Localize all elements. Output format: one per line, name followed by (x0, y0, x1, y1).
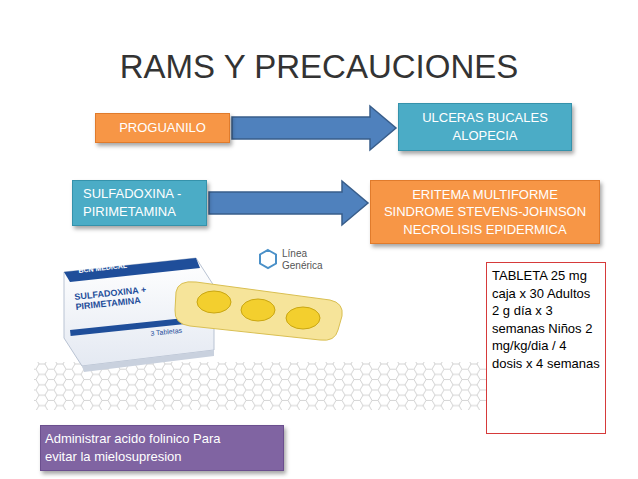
node-text: ULCERAS BUCALES ALOPECIA (405, 109, 565, 144)
logo-hexagon (260, 250, 276, 268)
drug-box: SULFADOXINA - PIRIMETAMINA (72, 180, 207, 226)
node-text: SULFADOXINA - PIRIMETAMINA (83, 185, 196, 220)
logo-text: Línea Genérica (282, 248, 342, 271)
note-box: Administrar acido folinico Para evitar l… (40, 425, 284, 471)
package-count: 3 Tabletas (150, 325, 201, 338)
node-text: PROGUANILO (102, 119, 223, 137)
drug-box: PROGUANILO (95, 113, 230, 143)
block-arrow (209, 181, 368, 225)
effect-box: ERITEMA MULTIFORME SINDROME STEVENS-JOHN… (370, 180, 600, 244)
effect-box: ULCERAS BUCALES ALOPECIA (398, 103, 572, 151)
node-text: ERITEMA MULTIFORME SINDROME STEVENS-JOHN… (377, 186, 593, 239)
product-name: SULFADOXINA + PIRIMETAMINA (74, 280, 188, 312)
node-text: TABLETA 25 mg caja x 30 Adultos 2 g día … (492, 267, 600, 372)
node-text: Administrar acido folinico Para evitar l… (45, 430, 235, 465)
block-arrow (232, 106, 396, 150)
dosage-box: TABLETA 25 mg caja x 30 Adultos 2 g día … (486, 262, 606, 434)
tablet-blister (175, 282, 342, 341)
brand-text: BCN MEDICAL (78, 258, 168, 275)
slide-title: RAMS Y PRECAUCIONES (0, 48, 638, 86)
